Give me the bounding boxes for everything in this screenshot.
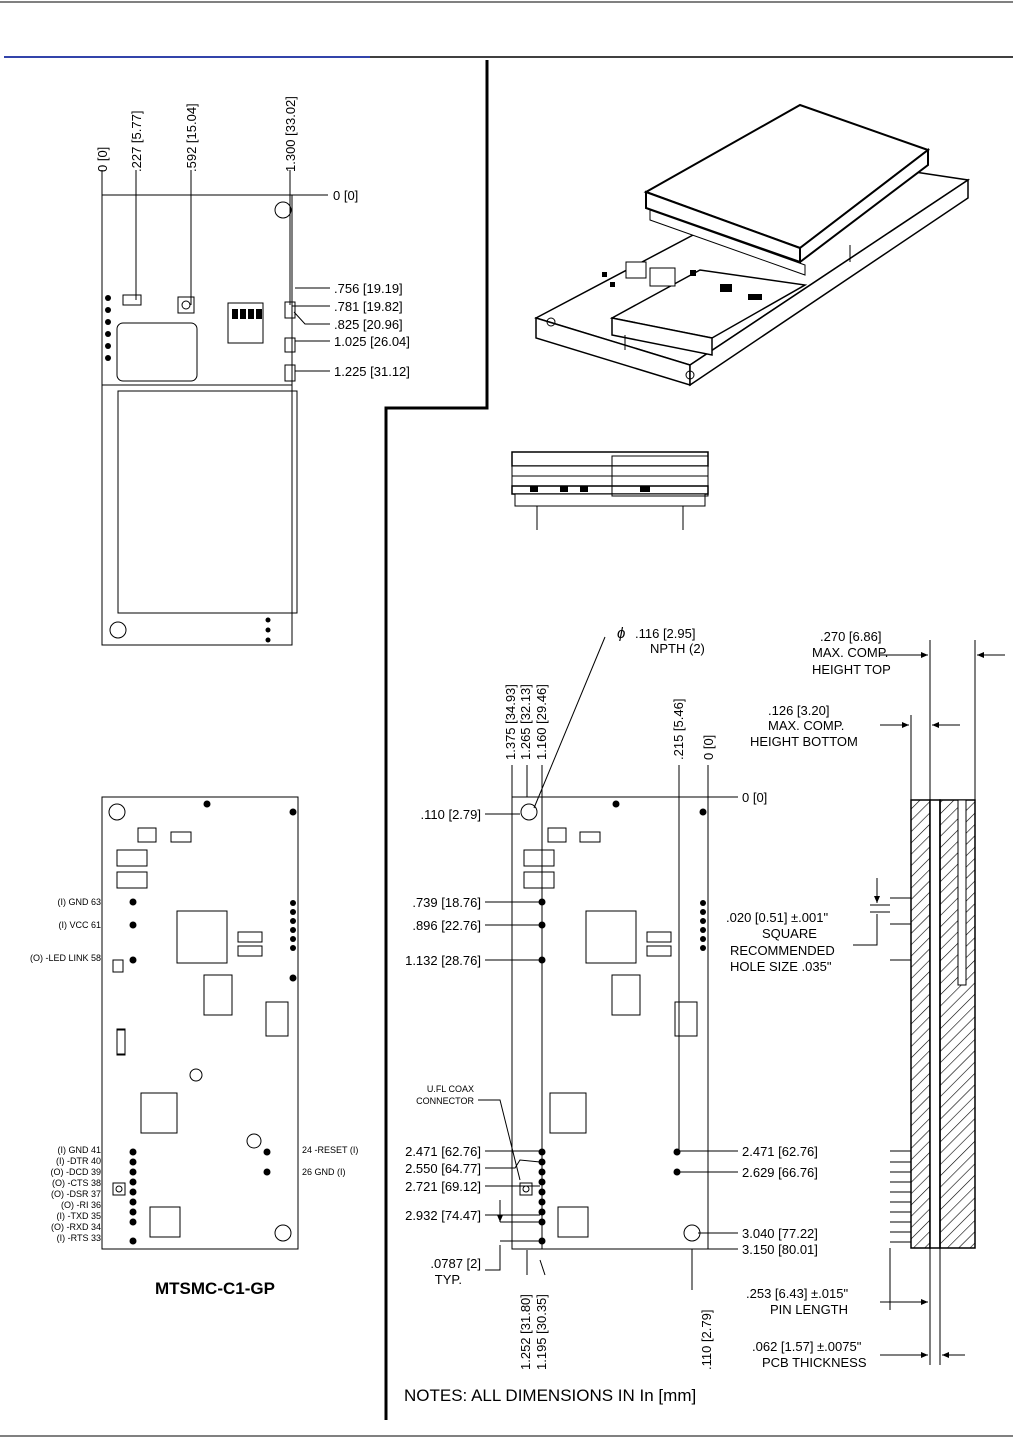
coax-label: U.FL COAX [427,1084,474,1094]
comp-bottom-label: .126 [3.20] [768,703,829,718]
comp-bottom-label: MAX. COMP. [768,718,844,733]
pin-header [910,799,931,1249]
model-title: MTSMC-C1-GP [155,1279,275,1298]
ic-chip [140,1092,178,1134]
pin-label: (I) VCC 61 [58,920,101,930]
dim-left: 2.721 [69.12] [405,1179,481,1194]
pin-label: 24 -RESET (I) [302,1145,358,1155]
mounting-hole [274,1224,292,1242]
dim-top: .215 [5.46] [671,699,686,760]
dim-right: 2.629 [66.76] [742,1165,818,1180]
pins-bottom [890,897,911,1243]
pin-label: (I) -RTS 33 [57,1233,101,1243]
section-divider [384,60,489,1420]
dim-right: .781 [19.82] [334,299,403,314]
dim-top: 1.160 [29.46] [534,684,549,760]
pin-label: (O) -CTS 38 [52,1178,101,1188]
dim-bottom: .110 [2.79] [699,1310,714,1370]
pin-square-label: HOLE SIZE .035" [730,959,832,974]
pin-label: (I) GND 41 [57,1145,101,1155]
pin-label: 26 GND (I) [302,1167,346,1177]
isometric-view [534,103,971,387]
comp-top-label: MAX. COMP. [812,645,888,660]
dim-top: .227 [5.77] [129,111,144,172]
pin-label: (I) -TXD 35 [56,1211,101,1221]
pin-square-label: .020 [0.51] ±.001" [726,910,828,925]
dim-left: 2.932 [74.47] [405,1208,481,1223]
coax-label: CONNECTOR [416,1096,474,1106]
top-view-board [101,194,293,646]
pin-label: (O) -DCD 39 [50,1167,101,1177]
module-chip [116,322,198,382]
dim-top: 1.265 [32.13] [518,684,533,760]
dim-left: 1.132 [28.76] [405,953,481,968]
dip-switch [227,302,264,344]
pin-square-label: SQUARE [762,926,817,941]
pin-label: (O) -RXD 34 [51,1222,101,1232]
dim-right: 3.150 [80.01] [742,1242,818,1257]
bottom-view: (I) GND 63 (I) VCC 61 (O) -LED LINK 58 (… [30,796,358,1298]
bottom-view-board [101,796,299,1250]
top-view: 0 [0] .227 [5.77] .592 [15.04] 1.300 [33… [95,96,410,646]
pcb-thickness-label: PCB THICKNESS [762,1355,867,1370]
dim-left: 2.471 [62.76] [405,1144,481,1159]
pcb-thickness-label: .062 [1.57] ±.0075" [752,1339,862,1354]
dim-bottom: 1.252 [31.80] [518,1294,533,1370]
dim-top: 1.300 [33.02] [283,96,298,172]
pin-column [129,1148,137,1245]
notes: NOTES: ALL DIMENSIONS IN In [mm] [404,1386,696,1405]
dim-right: 2.471 [62.76] [742,1144,818,1159]
dim-top: 1.375 [34.93] [503,684,518,760]
pin-label: (I) GND 63 [57,897,101,907]
diameter-icon: ϕ [617,625,625,642]
dim-right: .825 [20.96] [334,317,403,332]
hole-label: .116 [2.95] [635,626,695,641]
dim-right: 1.025 [26.04] [334,334,410,349]
comp-top-label: HEIGHT TOP [812,662,891,677]
dim-left: .110 [2.79] [421,807,481,822]
dim-left: .896 [22.76] [412,918,481,933]
pitch-label: TYP. [435,1272,462,1287]
dim-bottom: 1.195 [30.35] [534,1294,549,1370]
side-profile-small [511,451,709,530]
dimension-view: .116 [2.95] NPTH (2) ϕ 1.375 [34.93] 1.2… [404,625,818,1405]
pin-label: (O) -LED LINK 58 [30,953,101,963]
pin-label: (O) -DSR 37 [51,1189,101,1199]
pin-length-label: PIN LENGTH [770,1302,848,1317]
mounting-hole [274,201,292,219]
component [122,294,142,306]
hole-label: NPTH (2) [650,641,705,656]
ic-chip [176,910,228,964]
pcb-edge [929,799,941,1249]
mounting-hole [108,803,126,821]
dim-top: .592 [15.04] [184,103,199,172]
top-view-daughterboard [117,390,298,614]
comp-top-label: .270 [6.86] [820,629,881,644]
dim-left: 2.550 [64.77] [405,1161,481,1176]
dim-zero-x: 0 [0] [701,735,716,760]
mounting-hole [520,803,538,821]
dim-zero-x: 0 [0] [95,147,110,172]
ic-chip [149,1206,181,1238]
dim-zero-y: 0 [0] [742,790,767,805]
coax-connector [177,296,195,314]
dim-zero-y: 0 [0] [333,188,358,203]
pin-label: (O) -RI 36 [61,1200,101,1210]
pin-length-label: .253 [6.43] ±.015" [746,1286,848,1301]
dim-right: 3.040 [77.22] [742,1226,818,1241]
dimension-view-board [511,796,709,1250]
dim-right: .756 [19.19] [334,281,403,296]
side-view: .270 [6.86] MAX. COMP. HEIGHT TOP .126 [… [726,629,1005,1370]
pin-square-label: RECOMMENDED [730,943,835,958]
mounting-hole [109,621,127,639]
pin-label: (I) -DTR 40 [56,1156,101,1166]
dim-left: .739 [18.76] [412,895,481,910]
dim-right: 1.225 [31.12] [334,364,410,379]
comp-bottom-label: HEIGHT BOTTOM [750,734,858,749]
pitch-label: .0787 [2] [430,1256,481,1271]
mounting-hole [683,1224,701,1242]
